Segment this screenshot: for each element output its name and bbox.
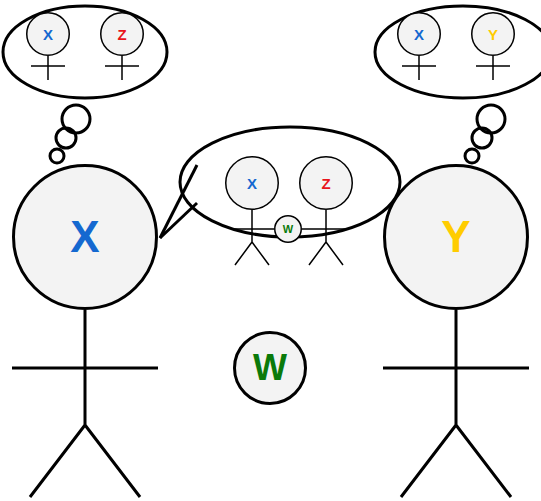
- node-label: Z: [299, 156, 353, 210]
- small-body: [233, 210, 274, 265]
- speech-head: X: [225, 156, 279, 210]
- node-label: Y: [471, 12, 515, 56]
- center-circle: W: [233, 331, 307, 405]
- circle-shape: [27, 13, 70, 56]
- circle-shape: [226, 157, 279, 210]
- thought-dot: [472, 128, 492, 148]
- speech-head: Z: [299, 156, 353, 210]
- circle-shape: [398, 13, 441, 56]
- head-circle: Y: [383, 164, 529, 310]
- thought-bubble: [3, 6, 167, 98]
- node-label: X: [12, 164, 158, 310]
- node-label: W: [233, 331, 307, 405]
- thought-dot: [465, 149, 479, 163]
- node-label: Y: [383, 164, 529, 310]
- thought-head: Z: [100, 12, 144, 56]
- circle-shape: [101, 13, 144, 56]
- node-label: X: [26, 12, 70, 56]
- node-label: X: [397, 12, 441, 56]
- circle-shape: [275, 216, 302, 243]
- small-body: [402, 56, 436, 80]
- big-body: [383, 310, 529, 497]
- small-body: [105, 56, 139, 80]
- thought-head: X: [26, 12, 70, 56]
- node-label: X: [225, 156, 279, 210]
- small-body: [476, 56, 510, 80]
- small-body: [31, 56, 65, 80]
- circle-shape: [300, 157, 353, 210]
- thought-head: X: [397, 12, 441, 56]
- circle-shape: [472, 13, 515, 56]
- thought-dot: [56, 128, 76, 148]
- big-body: [12, 310, 158, 497]
- big-figure-bodies: [12, 310, 529, 497]
- node-label: W: [274, 215, 302, 243]
- small-circle: W: [274, 215, 302, 243]
- thought-bubble: [375, 6, 541, 98]
- node-label: Z: [100, 12, 144, 56]
- thought-dot: [50, 149, 64, 163]
- speech-tail: [160, 203, 197, 238]
- small-body: [302, 210, 345, 265]
- head-circle: X: [12, 164, 158, 310]
- speech-tail: [160, 165, 197, 238]
- thought-head: Y: [471, 12, 515, 56]
